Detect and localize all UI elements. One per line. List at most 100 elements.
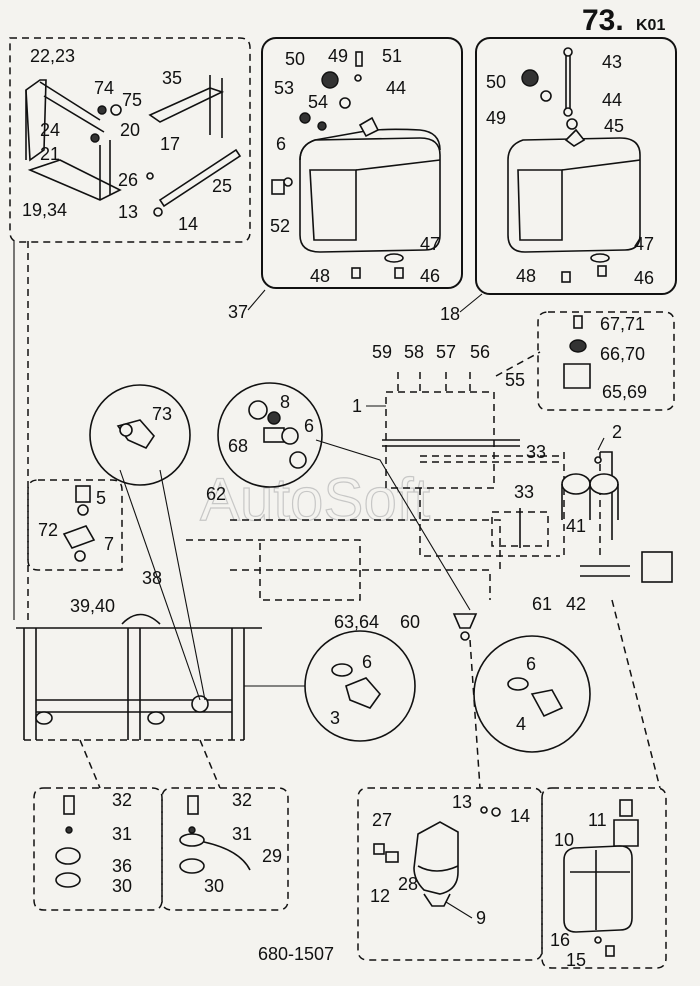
detail-4: 6 4 — [473, 635, 591, 753]
callout-44-right: 44 — [602, 90, 622, 110]
callout-22-23: 22,23 — [30, 46, 75, 66]
callout-2: 2 — [612, 422, 622, 442]
callout-6-detail3: 6 — [362, 652, 372, 672]
fuel-filter-group: 13 14 27 12 28 9 — [357, 639, 543, 961]
callout-35: 35 — [162, 68, 182, 88]
callout-48-right: 48 — [516, 266, 536, 286]
callout-55: 55 — [505, 370, 525, 390]
callout-16: 16 — [550, 930, 570, 950]
callout-30-b: 30 — [204, 876, 224, 896]
callout-58: 58 — [404, 342, 424, 362]
detail-3: 6 3 — [244, 630, 416, 742]
callout-7: 7 — [104, 534, 114, 554]
callout-36: 36 — [112, 856, 132, 876]
callout-27: 27 — [372, 810, 392, 830]
callout-43: 43 — [602, 52, 622, 72]
callout-20: 20 — [120, 120, 140, 140]
callout-32-a: 32 — [112, 790, 132, 810]
callout-47-left: 47 — [420, 234, 440, 254]
callout-18: 18 — [440, 304, 460, 324]
callout-19-34: 19,34 — [22, 200, 67, 220]
callout-73: 73 — [152, 404, 172, 424]
callout-6-tank: 6 — [276, 134, 286, 154]
callout-12: 12 — [370, 886, 390, 906]
callout-49-right: 49 — [486, 108, 506, 128]
callout-60: 60 — [400, 612, 420, 632]
callout-47-right: 47 — [634, 234, 654, 254]
callout-17: 17 — [160, 134, 180, 154]
callout-33-b: 33 — [514, 482, 534, 502]
callout-48-left: 48 — [310, 266, 330, 286]
callout-41: 41 — [566, 516, 586, 536]
callout-44-left: 44 — [386, 78, 406, 98]
callout-1: 1 — [352, 396, 362, 416]
callout-31-b: 31 — [232, 824, 252, 844]
callout-65-69: 65,69 — [602, 382, 647, 402]
bracket-labels: 22,23 74 75 35 24 20 21 17 26 25 19,34 1… — [22, 46, 232, 234]
callout-8: 8 — [280, 392, 290, 412]
callout-74: 74 — [94, 78, 114, 98]
callout-72: 72 — [38, 520, 58, 540]
callout-49-left: 49 — [328, 46, 348, 66]
bottom-group-a: 32 31 36 30 — [33, 739, 163, 911]
fittings-group: 67,71 66,70 65,69 55 — [495, 311, 675, 411]
callout-50-right: 50 — [486, 72, 506, 92]
callout-30-a: 30 — [112, 876, 132, 896]
callout-46-left: 46 — [420, 266, 440, 286]
callout-13-filter: 13 — [452, 792, 472, 812]
callout-57: 57 — [436, 342, 456, 362]
callout-33-a: 33 — [526, 442, 546, 462]
callout-45: 45 — [604, 116, 624, 136]
callout-24: 24 — [40, 120, 60, 140]
callout-66-70: 66,70 — [600, 344, 645, 364]
tank-assembly-18: 50 43 49 44 45 47 48 46 18 — [440, 37, 677, 324]
prefilter-group: 11 10 16 15 — [541, 599, 667, 970]
page-number-main: 73. — [582, 4, 624, 37]
callout-21: 21 — [40, 144, 60, 164]
callout-68: 68 — [228, 436, 248, 456]
detail-5-72-7: 5 72 7 — [27, 479, 123, 571]
callout-63-64: 63,64 — [334, 612, 379, 632]
callout-5: 5 — [96, 488, 106, 508]
callout-26: 26 — [118, 170, 138, 190]
callout-13: 13 — [118, 202, 138, 222]
callout-4: 4 — [516, 714, 526, 734]
callout-37: 37 — [228, 302, 248, 322]
callout-42: 42 — [566, 594, 586, 614]
callout-67-71: 67,71 — [600, 314, 645, 334]
callout-51: 51 — [382, 46, 402, 66]
callout-32-b: 32 — [232, 790, 252, 810]
callout-56: 56 — [470, 342, 490, 362]
bottom-group-b: 32 31 29 30 — [161, 739, 289, 911]
callout-28: 28 — [398, 874, 418, 894]
fuel-lines: 59 58 57 56 1 33 2 33 41 42 61 60 63,64 … — [70, 342, 673, 641]
callout-54: 54 — [308, 92, 328, 112]
callout-25: 25 — [212, 176, 232, 196]
callout-46-right: 46 — [634, 268, 654, 288]
watermark: AutoSoft — [200, 466, 430, 533]
tank-assembly-37: 50 49 51 53 54 44 6 52 47 48 46 37 — [228, 37, 463, 322]
callout-59: 59 — [372, 342, 392, 362]
chassis-frame — [13, 240, 262, 741]
detail-73: 73 — [89, 384, 191, 486]
callout-38: 38 — [142, 568, 162, 588]
callout-3: 3 — [330, 708, 340, 728]
callout-6-detail4: 6 — [526, 654, 536, 674]
callout-14-filter: 14 — [510, 806, 530, 826]
bracket-group: 22,23 74 75 35 24 20 21 17 26 25 19,34 1… — [9, 37, 251, 243]
page-number-suffix: K01 — [636, 17, 665, 34]
callout-61: 61 — [532, 594, 552, 614]
callout-10: 10 — [554, 830, 574, 850]
page-number: 73. K01 — [582, 4, 665, 37]
callout-29: 29 — [262, 846, 282, 866]
drawing-number: 680-1507 — [258, 944, 334, 964]
callout-11: 11 — [588, 810, 607, 830]
callout-31-a: 31 — [112, 824, 132, 844]
callout-6-detail: 6 — [304, 416, 314, 436]
callout-50-left: 50 — [285, 49, 305, 69]
detail-8-6-68: 8 6 68 — [217, 382, 471, 611]
callout-15: 15 — [566, 950, 586, 970]
callout-39-40: 39,40 — [70, 596, 115, 616]
callout-9: 9 — [476, 908, 486, 928]
